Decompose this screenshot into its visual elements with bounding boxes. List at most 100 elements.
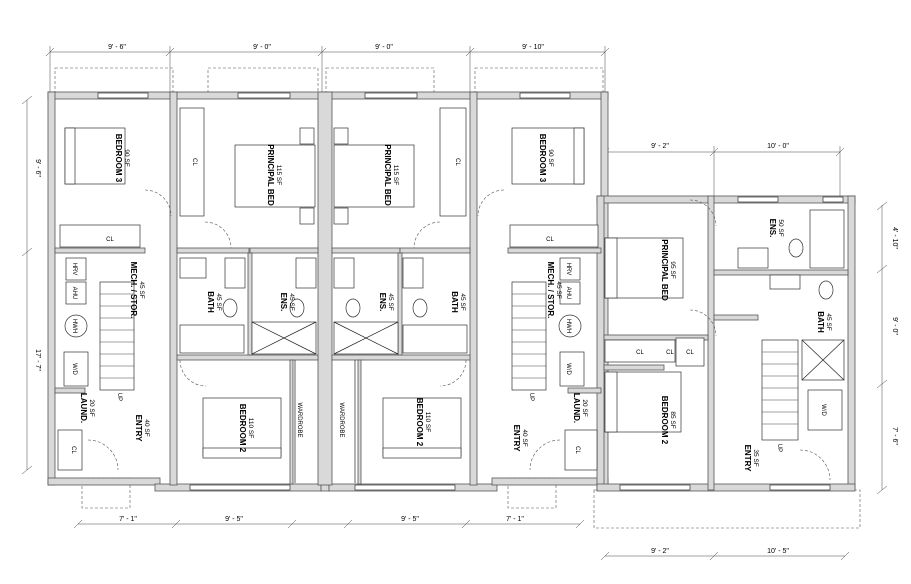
dim-bottom-3: 9' - 5" [401,516,419,523]
dim-right-unit-bottom-2: 10' - 5" [767,548,789,555]
room-area: 40 SF [143,419,150,436]
room-ens-2: ENS. 45 SF [378,293,394,312]
room-area: 85 SF [669,411,676,428]
room-bedroom-2-1: BEDROOM 2 110 SF [238,404,254,453]
wardrobe-label-1: WARDROBE [296,402,302,437]
ahu-label-2: AHU [565,287,571,300]
room-area: 110 SF [247,418,254,439]
room-name: BEDROOM 3 [114,134,123,183]
room-name: BATH [450,291,459,313]
windows [97,92,844,491]
room-area: 45 SF [555,281,562,298]
room-laund-right: LAUND. 20 SF [572,393,588,423]
room-ens-right: ENS. 50 SF [768,219,784,238]
room-bath-1: BATH 45 SF [206,291,222,313]
dim-top-4: 9' - 10" [522,44,544,51]
stairs [99,281,799,441]
room-entry-left: ENTRY 40 SF [134,415,150,442]
stair-up-label-2: UP [528,393,534,401]
closet-label-9: CL [666,350,674,356]
room-name: BEDROOM 3 [538,134,547,183]
room-entry-right-unit: ENTRY 35 SF [743,445,759,472]
room-area: 90 SF [123,149,130,166]
hrv-label-1: HRV [71,263,77,276]
dim-bottom-2: 9' - 5" [225,516,243,523]
room-name: PRINCIPAL BED [660,239,669,301]
wd-label-2: W/D [565,363,571,375]
room-area: 45 SF [387,293,394,310]
room-name: LAUND. [79,393,88,423]
right-dimension-lines [876,201,888,495]
room-area: 90 SF [547,149,554,166]
closets [57,107,705,483]
dim-right-2: 9' - 0" [891,317,898,335]
dim-right-unit-bottom-1: 9' - 2" [651,548,669,555]
closet-label-1: CL [106,237,114,243]
hwh-label-1: HWH [71,319,77,333]
dim-left-1: 9' - 6" [34,159,41,177]
hwh-label-2: HWH [565,319,571,333]
closet-label-2: CL [191,158,197,166]
room-principal-bed-1: PRINCIPAL BED 115 SF [266,144,282,206]
left-dimension-lines [21,95,33,475]
room-name: ENTRY [743,445,752,472]
dim-right-3: 7' - 6" [891,427,898,445]
beds [64,127,684,459]
room-name: MECH. / STOR. [129,262,138,319]
room-area: 95 SF [669,261,676,278]
room-area: 45 SF [288,293,295,310]
closet-label-5: CL [70,446,76,454]
closet-label-4: CL [546,237,554,243]
room-area: 45 SF [138,281,145,298]
closet-label-8: CL [686,350,694,356]
top-dimension-lines [45,46,610,94]
room-name: ENS. [768,219,777,238]
room-name: BEDROOM 2 [238,404,247,453]
room-name: ENS. [378,293,387,312]
room-bath-3: BATH 45 SF [816,311,832,333]
room-bedroom-3-left: BEDROOM 3 90 SF [114,134,130,183]
room-area: 40 SF [521,429,528,446]
room-area: 45 SF [215,293,222,310]
dim-left-2: 17' - 7" [34,349,41,371]
room-area: 20 SF [581,399,588,416]
interior-partitions [54,247,849,485]
room-ens-1: ENS. 45 SF [279,293,295,312]
dim-bottom-1: 7' - 1" [119,516,137,523]
wardrobe-label-2: WARDROBE [338,402,344,437]
dim-top-2: 9' - 0" [253,44,271,51]
room-name: ENS. [279,293,288,312]
room-bedroom-2-2: BEDROOM 2 110 SF [415,398,431,447]
stair-up-label-3: UP [776,444,782,452]
stair-up-label-1: UP [116,393,122,401]
dim-right-unit-top-2: 10' - 0" [767,143,789,150]
mech-equipment [63,257,843,431]
dim-top-1: 9' - 6" [108,44,126,51]
room-bath-2: BATH 45 SF [450,291,466,313]
room-name: BEDROOM 2 [660,396,669,445]
room-bedroom-3-right: BEDROOM 3 90 SF [538,134,554,183]
right-unit-top-dimension-lines [600,146,845,196]
room-name: BATH [816,311,825,333]
room-entry-right: ENTRY 40 SF [512,425,528,452]
room-area: 115 SF [275,165,282,186]
room-name: ENTRY [512,425,521,452]
dim-top-3: 9' - 0" [375,44,393,51]
room-name: PRINCIPAL BED [383,144,392,206]
wd-label-1: W/D [71,363,77,375]
hrv-label-2: HRV [565,263,571,276]
wd-label-3: W/D [820,404,826,416]
room-principal-bed-3: PRINCIPAL BED 95 SF [660,239,676,301]
room-name: BATH [206,291,215,313]
room-principal-bed-2: PRINCIPAL BED 115 SF [383,144,399,206]
room-name: LAUND. [572,393,581,423]
room-area: 45 SF [459,293,466,310]
dim-right-unit-top-1: 9' - 2" [651,143,669,150]
dim-bottom-4: 7' - 1" [506,516,524,523]
room-area: 110 SF [424,412,431,433]
room-area: 35 SF [752,449,759,466]
bath-fixtures [179,209,845,381]
door-swings [87,189,831,481]
room-name: MECH. / STOR. [546,262,555,319]
